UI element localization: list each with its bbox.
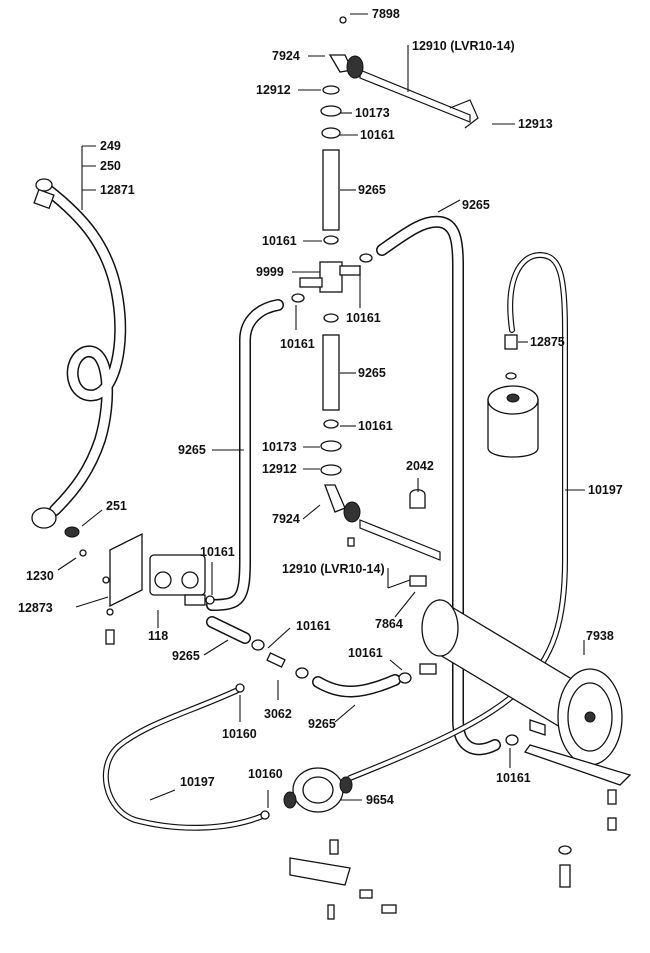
label-10161-i: 10161 bbox=[496, 771, 531, 785]
label-12912-top: 12912 bbox=[256, 83, 291, 97]
washers-top bbox=[320, 85, 342, 139]
label-9265-right: 9265 bbox=[462, 198, 490, 212]
label-3062: 3062 bbox=[264, 707, 292, 721]
label-7864: 7864 bbox=[375, 617, 403, 631]
hose-9265-left bbox=[206, 299, 284, 611]
label-12910-mid: 12910 (LVR10-14) bbox=[282, 562, 385, 576]
label-9654: 9654 bbox=[366, 793, 394, 807]
clamps-lower bbox=[235, 639, 519, 820]
hose-10197-loop bbox=[102, 687, 268, 831]
label-10160-a: 10160 bbox=[222, 727, 257, 741]
label-118: 118 bbox=[148, 629, 168, 643]
pump-9654 bbox=[283, 767, 397, 920]
label-10197-left: 10197 bbox=[180, 775, 215, 789]
label-9999: 9999 bbox=[256, 265, 284, 279]
elbow-7924-top bbox=[328, 16, 364, 79]
leader-lines bbox=[57, 13, 585, 808]
clip-2042 bbox=[409, 489, 426, 509]
label-10161-e: 10161 bbox=[358, 419, 393, 433]
bracket-7864 bbox=[409, 575, 427, 587]
label-10161-b: 10161 bbox=[262, 234, 297, 248]
part-labels: 7898 7924 12910 (LVR10-14) 12912 10173 1… bbox=[18, 7, 623, 807]
tank-7938 bbox=[421, 598, 632, 888]
hose-9265-top bbox=[322, 149, 340, 411]
label-9265-bottom: 9265 bbox=[172, 649, 200, 663]
label-250: 250 bbox=[100, 159, 121, 173]
label-12875: 12875 bbox=[530, 335, 565, 349]
inlet-hose bbox=[42, 184, 127, 516]
label-10173-top: 10173 bbox=[355, 106, 390, 120]
valve-118 bbox=[79, 532, 215, 645]
label-12912-mid: 12912 bbox=[262, 462, 297, 476]
label-7938: 7938 bbox=[586, 629, 614, 643]
label-249: 249 bbox=[100, 139, 121, 153]
tee-9999 bbox=[291, 235, 373, 323]
label-10161-d: 10161 bbox=[280, 337, 315, 351]
label-7924-top: 7924 bbox=[272, 49, 300, 63]
label-7898: 7898 bbox=[372, 7, 400, 21]
hose-9265-right bbox=[376, 215, 501, 756]
label-9265-mid: 9265 bbox=[358, 366, 386, 380]
label-251: 251 bbox=[106, 499, 127, 513]
label-9265-low: 9265 bbox=[308, 717, 336, 731]
washers-mid bbox=[320, 419, 342, 476]
tube-10197-right bbox=[347, 251, 568, 781]
rail-12910-mid bbox=[359, 519, 441, 561]
hose-9265-bottom bbox=[206, 616, 401, 698]
label-10161-h: 10161 bbox=[348, 646, 383, 660]
label-1230: 1230 bbox=[26, 569, 54, 583]
label-7924-mid: 7924 bbox=[272, 512, 300, 526]
label-12913: 12913 bbox=[518, 117, 553, 131]
label-12873: 12873 bbox=[18, 601, 53, 615]
label-10161-g: 10161 bbox=[296, 619, 331, 633]
label-10197-right: 10197 bbox=[588, 483, 623, 497]
label-10161-a: 10161 bbox=[360, 128, 395, 142]
label-2042: 2042 bbox=[406, 459, 434, 473]
label-10161-f: 10161 bbox=[200, 545, 235, 559]
label-10173-mid: 10173 bbox=[262, 440, 297, 454]
label-10160-b: 10160 bbox=[248, 767, 283, 781]
label-12871: 12871 bbox=[100, 183, 135, 197]
fitting-251 bbox=[31, 178, 80, 538]
elbow-7924-mid bbox=[324, 484, 361, 547]
label-10161-c: 10161 bbox=[346, 311, 381, 325]
label-9265-top: 9265 bbox=[358, 183, 386, 197]
filter-12875 bbox=[487, 334, 539, 458]
label-9265-left: 9265 bbox=[178, 443, 206, 457]
label-12910-top: 12910 (LVR10-14) bbox=[412, 39, 515, 53]
